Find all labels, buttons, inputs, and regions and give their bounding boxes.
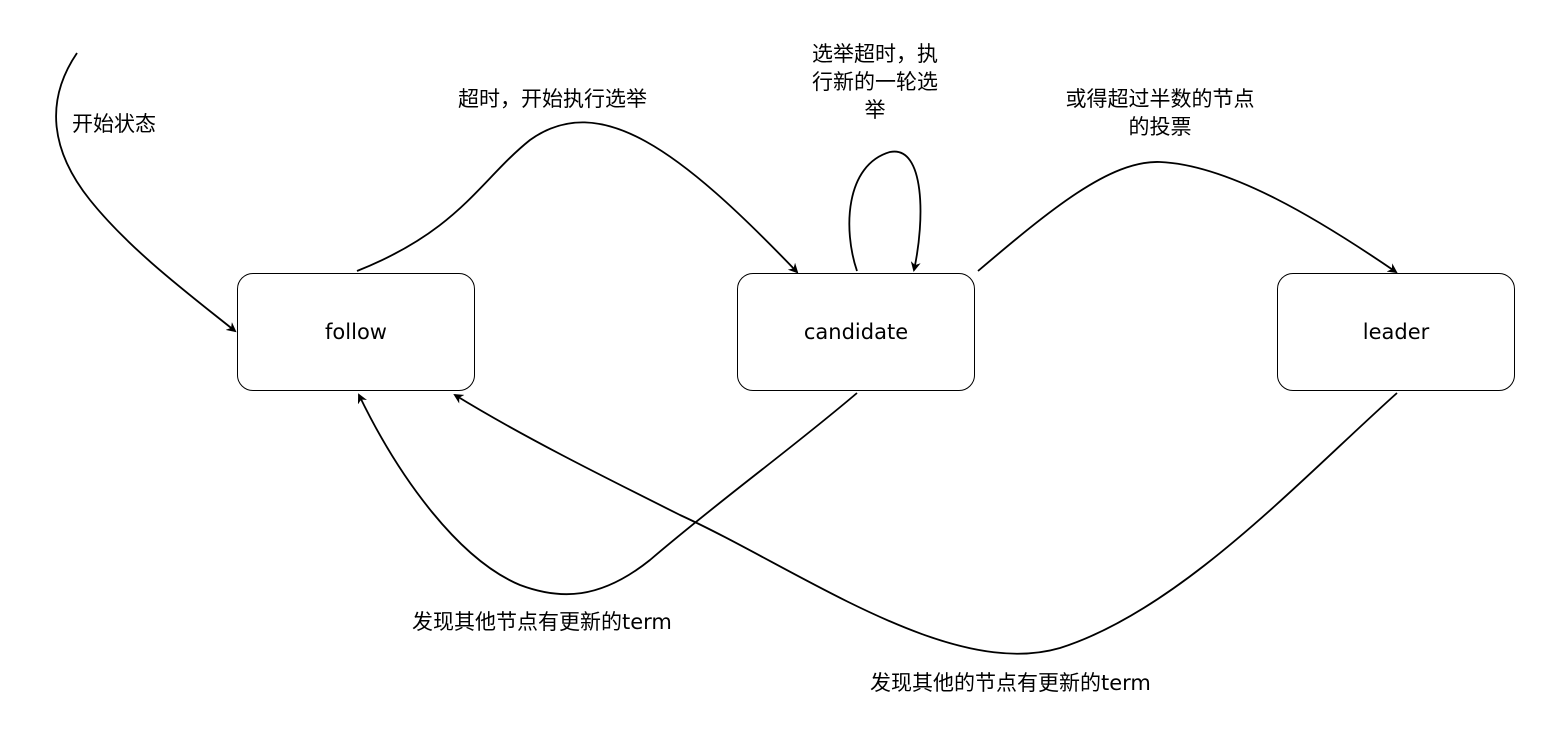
candidate-self-loop-label: 选举超时，执 行新的一轮选 举 (790, 40, 960, 124)
state-candidate: candidate (737, 273, 975, 391)
candidate-to-follow-label: 发现其他节点有更新的term (412, 610, 672, 634)
candidate-to-follow-arrow (357, 392, 858, 596)
candidate-self-loop-label-line3: 举 (864, 98, 886, 122)
follow-to-candidate-label: 超时，开始执行选举 (458, 87, 647, 111)
start-label: 开始状态 (72, 112, 156, 136)
state-leader-label: leader (1362, 320, 1430, 344)
state-candidate-label: candidate (803, 320, 909, 344)
state-follow: follow (237, 273, 475, 391)
leader-to-follow-label: 发现其他的节点有更新的term (870, 671, 1151, 695)
candidate-self-loop-label-line1: 选举超时，执 (812, 42, 938, 66)
start-arrow (55, 52, 237, 333)
leader-to-follow-arrow (453, 392, 1398, 655)
candidate-self-loop-arrow (848, 150, 922, 272)
follow-to-candidate-arrow (356, 121, 799, 274)
candidate-to-leader-label-line2: 的投票 (1128, 115, 1192, 139)
candidate-to-leader-arrow (977, 161, 1398, 274)
state-leader: leader (1277, 273, 1515, 391)
candidate-to-leader-label: 或得超过半数的节点 的投票 (1040, 85, 1280, 141)
candidate-self-loop-label-line2: 行新的一轮选 (812, 70, 938, 94)
candidate-to-leader-label-line1: 或得超过半数的节点 (1065, 87, 1255, 111)
state-follow-label: follow (325, 320, 387, 344)
